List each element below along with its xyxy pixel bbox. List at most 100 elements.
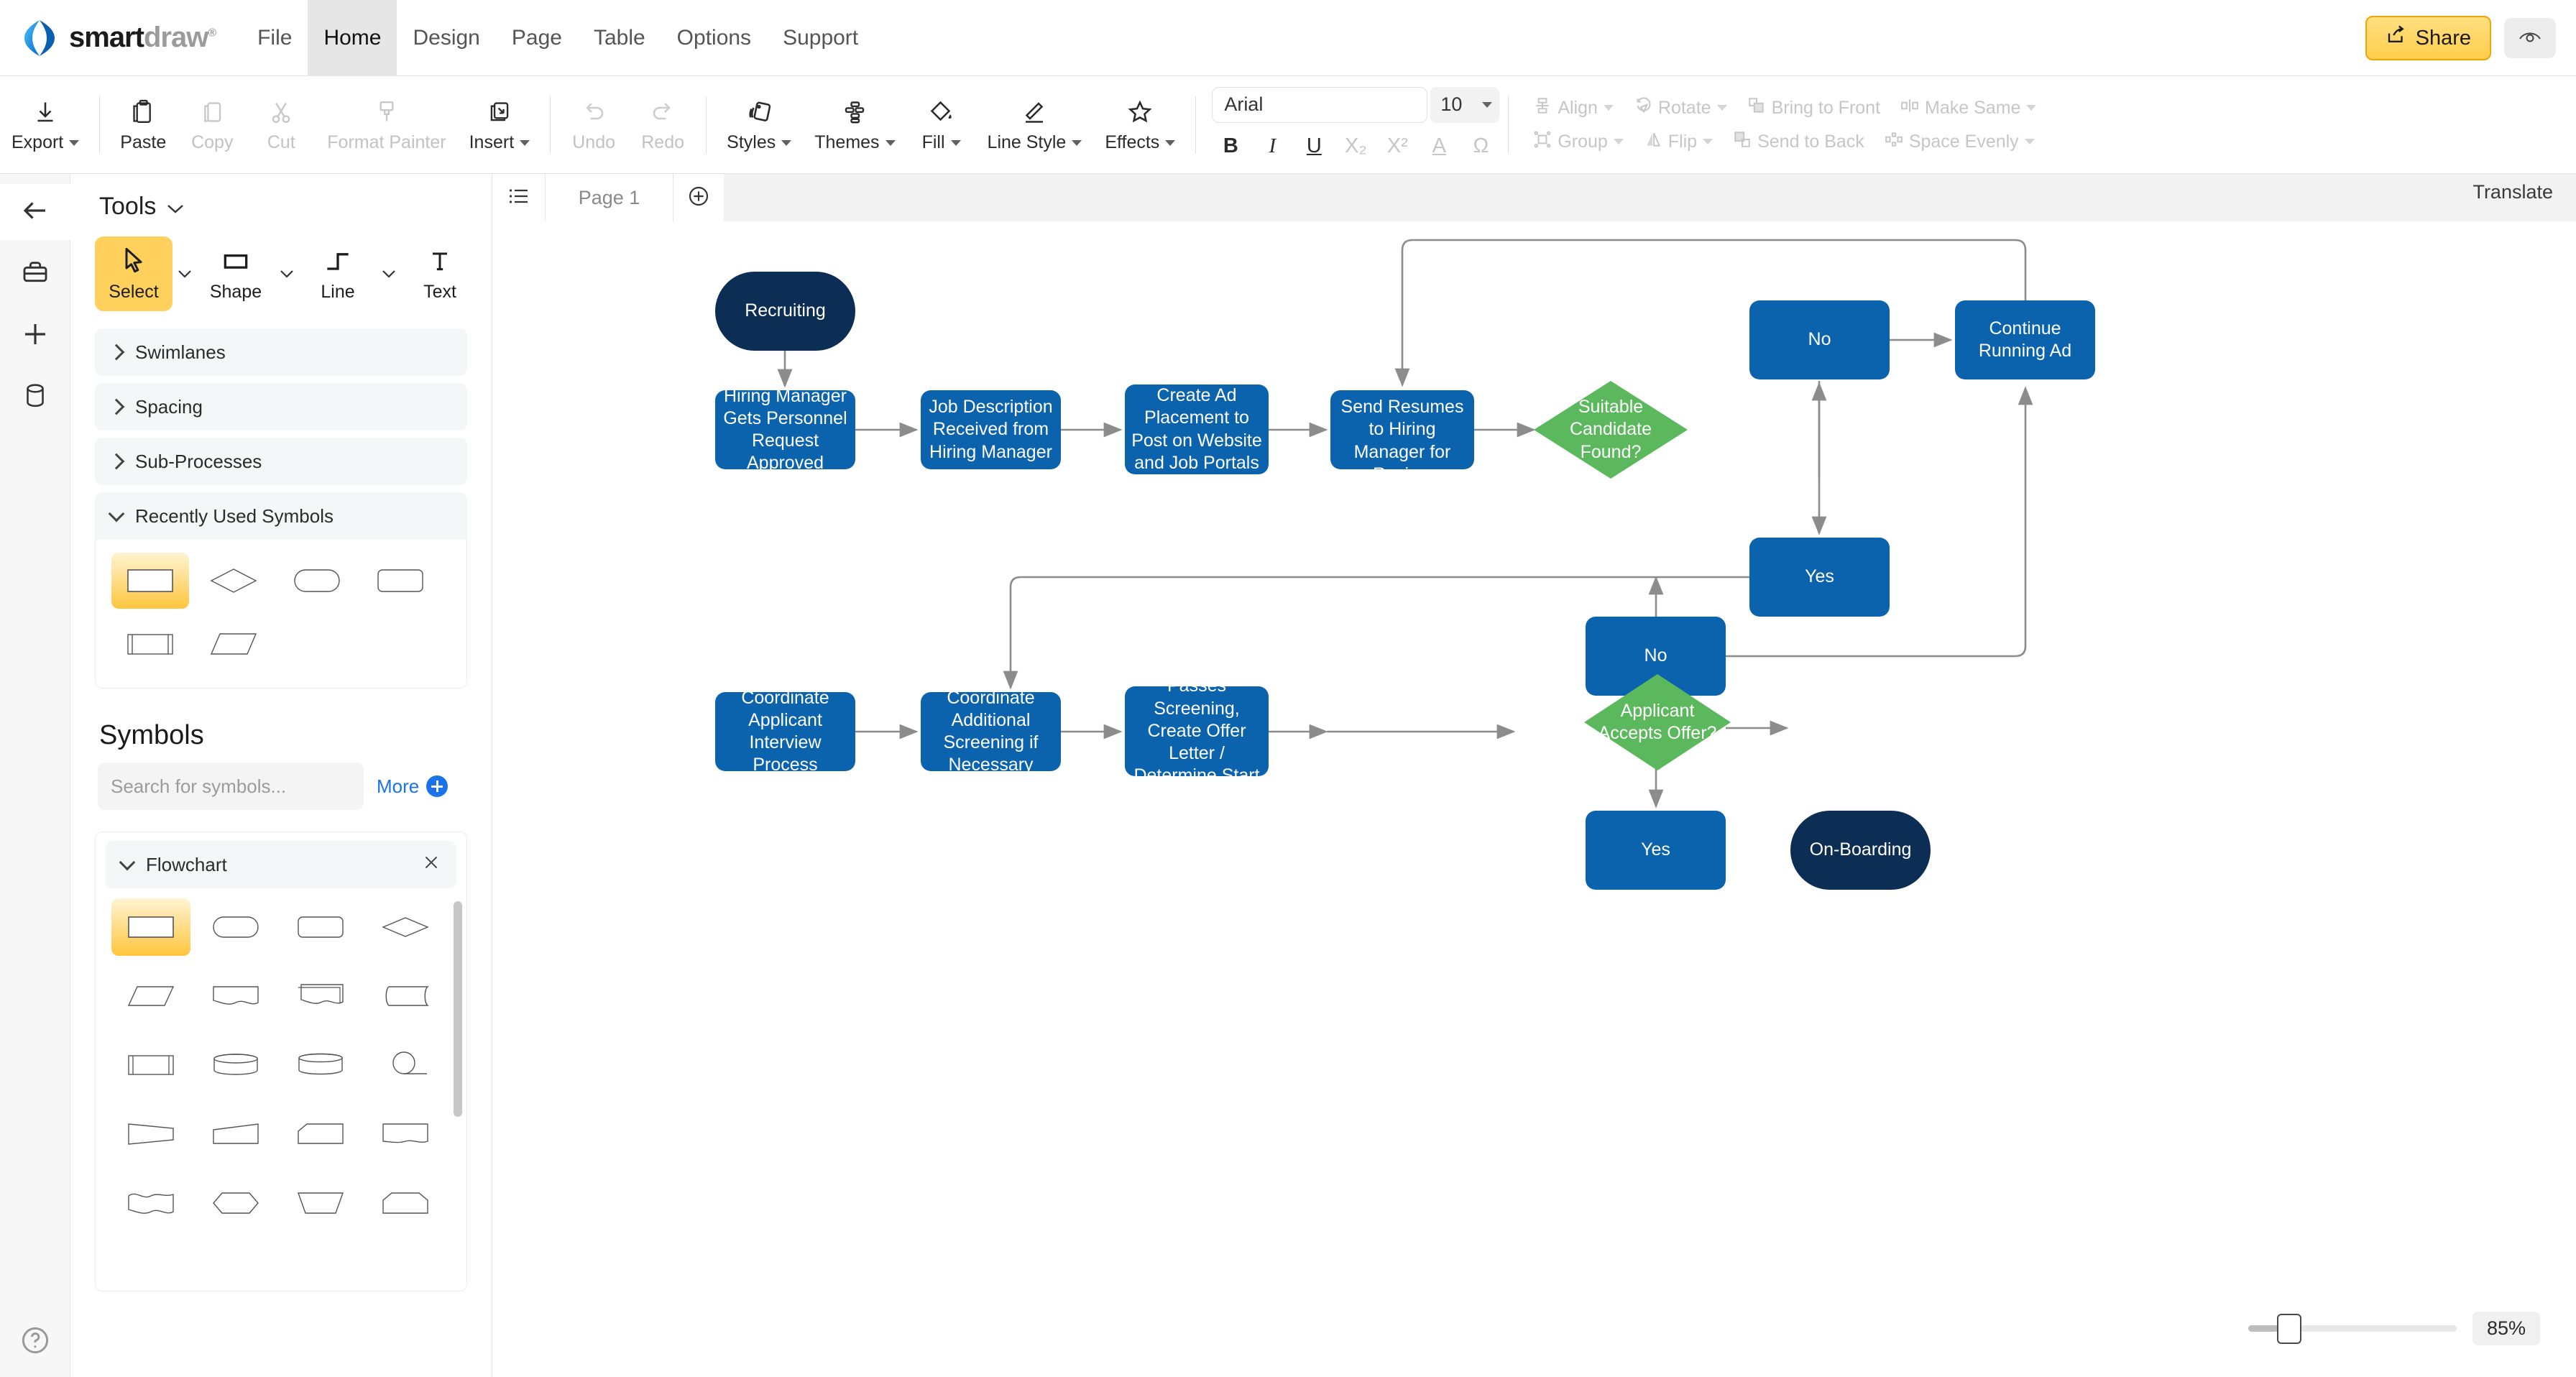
symbol-hexagon[interactable] [196,1174,275,1232]
font-color-button[interactable]: A [1432,134,1446,157]
tool-line-caret[interactable] [378,236,400,311]
font-family-input[interactable]: Arial [1212,86,1428,123]
menu-options[interactable]: Options [676,25,752,50]
tools-panel-header[interactable]: Tools [70,174,492,234]
line-style-button[interactable]: Line Style [976,96,1094,153]
back-button[interactable] [0,184,70,240]
accordion-sub-processes[interactable]: Sub-Processes [95,438,467,485]
node-suitable-candidate-decision[interactable]: Suitable Candidate Found? [1534,381,1688,479]
node-coordinate-interview[interactable]: Coordinate Applicant Interview Process [715,688,855,775]
symbol-library-scrollbar[interactable] [454,901,462,1117]
symbol-predefined-process[interactable] [111,1036,190,1094]
tool-shape-caret[interactable] [276,236,298,311]
node-job-description-received[interactable]: Job Description Received from Hiring Man… [921,390,1061,469]
share-button[interactable]: Share [2365,16,2491,60]
menu-home[interactable]: Home [308,0,397,76]
italic-button[interactable]: I [1269,134,1276,157]
search-input[interactable] [98,763,364,810]
subscript-button[interactable]: X₂ [1345,134,1367,157]
space-evenly-button[interactable]: Space Evenly [1874,130,2045,154]
symbol-diamond[interactable] [366,898,445,956]
symbol-wave[interactable] [111,1174,190,1232]
more-symbols-link[interactable]: More [377,775,448,798]
tool-shape[interactable]: Shape [197,236,275,311]
node-receive-send-resumes[interactable]: Receive and Send Resumes to Hiring Manag… [1330,374,1474,484]
undo-button[interactable]: Undo [559,96,628,153]
node-offer-yes[interactable]: Yes [1586,811,1726,890]
fill-button[interactable]: Fill [907,96,976,153]
send-to-back-button[interactable]: Send to Back [1723,130,1874,154]
symbol-rectangle[interactable] [111,898,190,956]
flip-button[interactable]: Flip [1634,130,1723,154]
zoom-slider-track[interactable] [2248,1314,2457,1344]
menu-file[interactable]: File [257,25,293,50]
align-button[interactable]: Align [1523,96,1624,120]
menu-support[interactable]: Support [783,25,859,50]
translate-button[interactable]: Translate [2472,181,2553,203]
rotate-button[interactable]: Rotate [1624,96,1737,120]
app-logo[interactable]: smartdraw® [20,19,216,57]
accordion-spacing[interactable]: Spacing [95,383,467,430]
symbol-trapezoid-right[interactable] [196,1105,275,1163]
symbol-trapezoid[interactable] [281,1174,360,1232]
accordion-swimlanes[interactable]: Swimlanes [95,328,467,376]
data-button[interactable] [0,369,70,425]
node-create-ad-placement[interactable]: Create Ad Placement to Post on Website a… [1125,384,1269,474]
group-button[interactable]: Group [1523,130,1633,154]
symbol-stadium[interactable] [196,898,275,956]
recent-symbol-parallelogram[interactable] [195,616,272,672]
node-continue-running-ad[interactable]: Continue Running Ad [1955,300,2095,379]
menu-page[interactable]: Page [511,25,562,50]
tool-text[interactable]: Text [401,236,479,311]
recent-symbol-diamond[interactable] [195,553,272,609]
accordion-recently-used-symbols[interactable]: Recently Used Symbols [95,492,467,540]
tool-select-caret[interactable] [174,236,196,311]
menu-table[interactable]: Table [593,25,645,50]
make-same-button[interactable]: Make Same [1890,96,2046,120]
node-suitable-yes[interactable]: Yes [1749,538,1890,617]
symbol-rounded-rect[interactable] [281,898,360,956]
symbol-disk[interactable] [196,1036,275,1094]
tool-line[interactable]: Line [299,236,377,311]
bring-to-front-button[interactable]: Bring to Front [1737,96,1890,120]
symbol-parallelogram[interactable] [111,967,190,1025]
menu-design[interactable]: Design [413,25,480,50]
symbol-octagon-top[interactable] [366,1174,445,1232]
redo-button[interactable]: Redo [628,96,697,153]
close-icon[interactable] [422,853,441,877]
symbol-card[interactable] [366,1105,445,1163]
node-on-boarding[interactable]: On-Boarding [1790,811,1931,890]
font-size-select[interactable]: 10 [1430,86,1500,123]
symbol-stored-data[interactable] [281,1036,360,1094]
styles-button[interactable]: Styles [715,96,803,153]
symbol-direct-access[interactable] [366,967,445,1025]
paste-button[interactable]: Paste [109,96,178,153]
add-page-button[interactable] [673,174,724,221]
node-additional-screening[interactable]: Coordinate Additional Screening if Neces… [921,688,1061,775]
symbol-multi-document[interactable] [281,967,360,1025]
zoom-slider-handle[interactable] [2276,1314,2301,1344]
symbol-document[interactable] [196,967,275,1025]
node-hiring-manager-request[interactable]: Hiring Manager Gets Personnel Request Ap… [715,386,855,473]
help-button[interactable] [0,1325,70,1355]
symbol-bowtie[interactable] [111,1105,190,1163]
bold-button[interactable]: B [1223,134,1238,157]
format-painter-button[interactable]: Format Painter [316,96,457,153]
export-button[interactable]: Export [0,96,91,153]
symbol-connector-circle[interactable] [366,1036,445,1094]
templates-button[interactable] [0,246,70,302]
themes-button[interactable]: Themes [803,96,906,153]
node-recruiting[interactable]: Recruiting [715,272,855,351]
cut-button[interactable]: Cut [247,96,316,153]
superscript-button[interactable]: X² [1386,134,1408,157]
insert-button[interactable]: Insert [458,96,542,153]
recent-symbol-stadium[interactable] [278,553,356,609]
add-button[interactable] [0,308,70,364]
diagram-canvas[interactable]: Recruiting Hiring Manager Gets Personnel… [492,221,2576,1377]
insert-symbol-button[interactable]: Ω [1473,134,1489,157]
tool-select[interactable]: Select [95,236,172,311]
preview-button[interactable] [2504,18,2556,58]
library-flowchart-header[interactable]: Flowchart [106,841,456,888]
underline-button[interactable]: U [1306,134,1322,157]
effects-button[interactable]: Effects [1093,96,1187,153]
